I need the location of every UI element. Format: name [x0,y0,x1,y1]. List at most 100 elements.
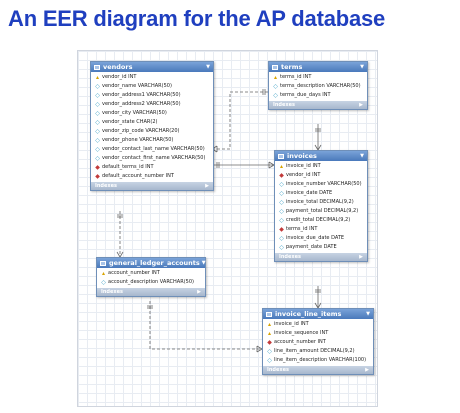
column-row[interactable]: ◆account_number INT [263,338,373,347]
column-row[interactable]: ◇credit_total DECIMAL(9,2) [275,216,367,225]
column-definition: vendor_contact_last_name VARCHAR(50) [102,146,205,152]
column-definition: invoice_number VARCHAR(50) [286,181,362,187]
column-definition: invoice_id INT [286,163,321,169]
column-row[interactable]: ◇vendor_contact_last_name VARCHAR(50) [91,145,213,154]
table-header[interactable]: vendors ▼ [91,62,213,72]
table-invoices[interactable]: invoices▼▴invoice_id INT◆vendor_id INT◇i… [274,150,368,262]
column-definition: account_number INT [274,339,326,345]
column-row[interactable]: ◆default_account_number INT [91,172,213,181]
collapse-arrow-icon[interactable]: ▼ [360,153,364,159]
collapse-arrow-icon[interactable]: ▼ [366,311,370,317]
column-definition: payment_date DATE [286,244,337,250]
collapse-arrow-icon[interactable]: ▼ [201,260,206,266]
column-row[interactable]: ◇invoice_total DECIMAL(9,2) [275,198,367,207]
indexes-label: Indexes [95,183,117,189]
column-list: ▴account_number INT◇account_description … [97,268,205,288]
diamond-icon: ◇ [95,137,100,144]
indexes-bar[interactable]: Indexes ▶ [91,182,213,190]
column-row[interactable]: ◇terms_due_days INT [269,91,367,100]
table-name: vendors [103,63,133,71]
column-list: ▴vendor_id INT◇vendor_name VARCHAR(50)◇v… [91,72,213,182]
indexes-bar[interactable]: Indexes▶ [263,366,373,374]
diamond-icon: ◇ [279,244,284,251]
eer-diagram-canvas: vendors▼▴vendor_id INT◇vendor_name VARCH… [77,50,378,407]
collapse-arrow-icon[interactable]: ▼ [206,64,210,70]
expand-arrow-icon[interactable]: ▶ [365,367,369,373]
column-row[interactable]: ◇payment_date DATE [275,243,367,252]
relationship-terms-invoices [314,124,322,151]
column-row[interactable]: ▴vendor_id INT [91,73,213,82]
column-row[interactable]: ◆vendor_id INT [275,171,367,180]
column-row[interactable]: ▴account_number INT [97,269,205,278]
column-row[interactable]: ◇payment_total DECIMAL(9,2) [275,207,367,216]
expand-arrow-icon[interactable]: ▶ [205,183,209,189]
table-header[interactable]: invoices▼ [275,151,367,161]
column-definition: default_account_number INT [102,173,174,179]
column-row[interactable]: ◇vendor_zip_code VARCHAR(20) [91,127,213,136]
column-row[interactable]: ◇vendor_phone VARCHAR(50) [91,136,213,145]
diamond-icon: ◇ [273,83,278,90]
table-invoice-line-items[interactable]: invoice_line_items▼▴invoice_id INT▴invoi… [262,308,374,375]
column-definition: vendor_name VARCHAR(50) [102,83,172,89]
column-row[interactable]: ◆terms_id INT [275,225,367,234]
table-icon [278,153,284,159]
column-row[interactable]: ◇line_item_amount DECIMAL(9,2) [263,347,373,356]
column-definition: terms_due_days INT [280,92,331,98]
table-header[interactable]: general_ledger_accounts▼ [97,258,206,268]
diamond-icon: ◇ [273,92,278,99]
column-definition: invoice_due_date DATE [286,235,345,241]
column-row[interactable]: ◆default_terms_id INT [91,163,213,172]
indexes-bar[interactable]: Indexes▶ [275,253,367,261]
indexes-bar[interactable]: Indexes ▶ [269,101,367,109]
table-terms[interactable]: terms▼▴terms_id INT◇terms_description VA… [268,61,368,110]
column-definition: line_item_description VARCHAR(100) [274,357,367,363]
column-row[interactable]: ▴terms_id INT [269,73,367,82]
red-diamond-icon: ◆ [267,339,272,346]
diamond-icon: ◇ [95,128,100,135]
column-definition: account_number INT [108,270,160,276]
expand-arrow-icon[interactable]: ▶ [197,289,201,295]
column-definition: vendor_address1 VARCHAR(50) [102,92,181,98]
column-row[interactable]: ◇vendor_name VARCHAR(50) [91,82,213,91]
column-row[interactable]: ◇vendor_address2 VARCHAR(50) [91,100,213,109]
diamond-icon: ◇ [279,217,284,224]
table-header[interactable]: invoice_line_items▼ [263,309,373,319]
column-definition: terms_id INT [286,226,318,232]
column-row[interactable]: ◇terms_description VARCHAR(50) [269,82,367,91]
diamond-icon: ◇ [279,190,284,197]
expand-arrow-icon[interactable]: ▶ [359,254,363,260]
table-vendors[interactable]: vendors▼▴vendor_id INT◇vendor_name VARCH… [90,61,214,191]
slide-title: An EER diagram for the AP database [8,6,386,31]
column-row[interactable]: ▴invoice_sequence INT [263,329,373,338]
diamond-icon: ◇ [279,199,284,206]
indexes-bar[interactable]: Indexes▶ [97,288,205,296]
collapse-arrow-icon[interactable]: ▼ [360,64,364,70]
table-general-ledger-accounts[interactable]: general_ledger_accounts▼▴account_number … [96,257,206,297]
table-header[interactable]: terms▼ [269,62,367,72]
key-icon: ▴ [95,74,99,81]
diamond-icon: ◇ [95,92,100,99]
column-row[interactable]: ▴invoice_id INT [275,162,367,171]
diamond-icon: ◇ [95,83,100,90]
column-row[interactable]: ◇invoice_number VARCHAR(50) [275,180,367,189]
key-icon: ▴ [267,321,271,328]
column-row[interactable]: ◇invoice_date DATE [275,189,367,198]
column-definition: account_description VARCHAR(50) [108,279,194,285]
table-icon [272,64,278,70]
expand-arrow-icon[interactable]: ▶ [359,102,363,108]
column-definition: default_terms_id INT [102,164,154,170]
column-row[interactable]: ◇account_description VARCHAR(50) [97,278,205,287]
column-row[interactable]: ◇vendor_contact_first_name VARCHAR(50) [91,154,213,163]
key-icon: ▴ [273,74,277,81]
column-row[interactable]: ▴invoice_id INT [263,320,373,329]
red-diamond-icon: ◆ [279,226,284,233]
column-row[interactable]: ◇vendor_state CHAR(2) [91,118,213,127]
column-list: ▴invoice_id INT◆vendor_id INT◇invoice_nu… [275,161,367,253]
column-definition: payment_total DECIMAL(9,2) [286,208,359,214]
indexes-label: Indexes [273,102,295,108]
column-row[interactable]: ◇line_item_description VARCHAR(100) [263,356,373,365]
column-row[interactable]: ◇vendor_address1 VARCHAR(50) [91,91,213,100]
column-row[interactable]: ◇vendor_city VARCHAR(50) [91,109,213,118]
diamond-icon: ◇ [95,110,100,117]
column-row[interactable]: ◇invoice_due_date DATE [275,234,367,243]
